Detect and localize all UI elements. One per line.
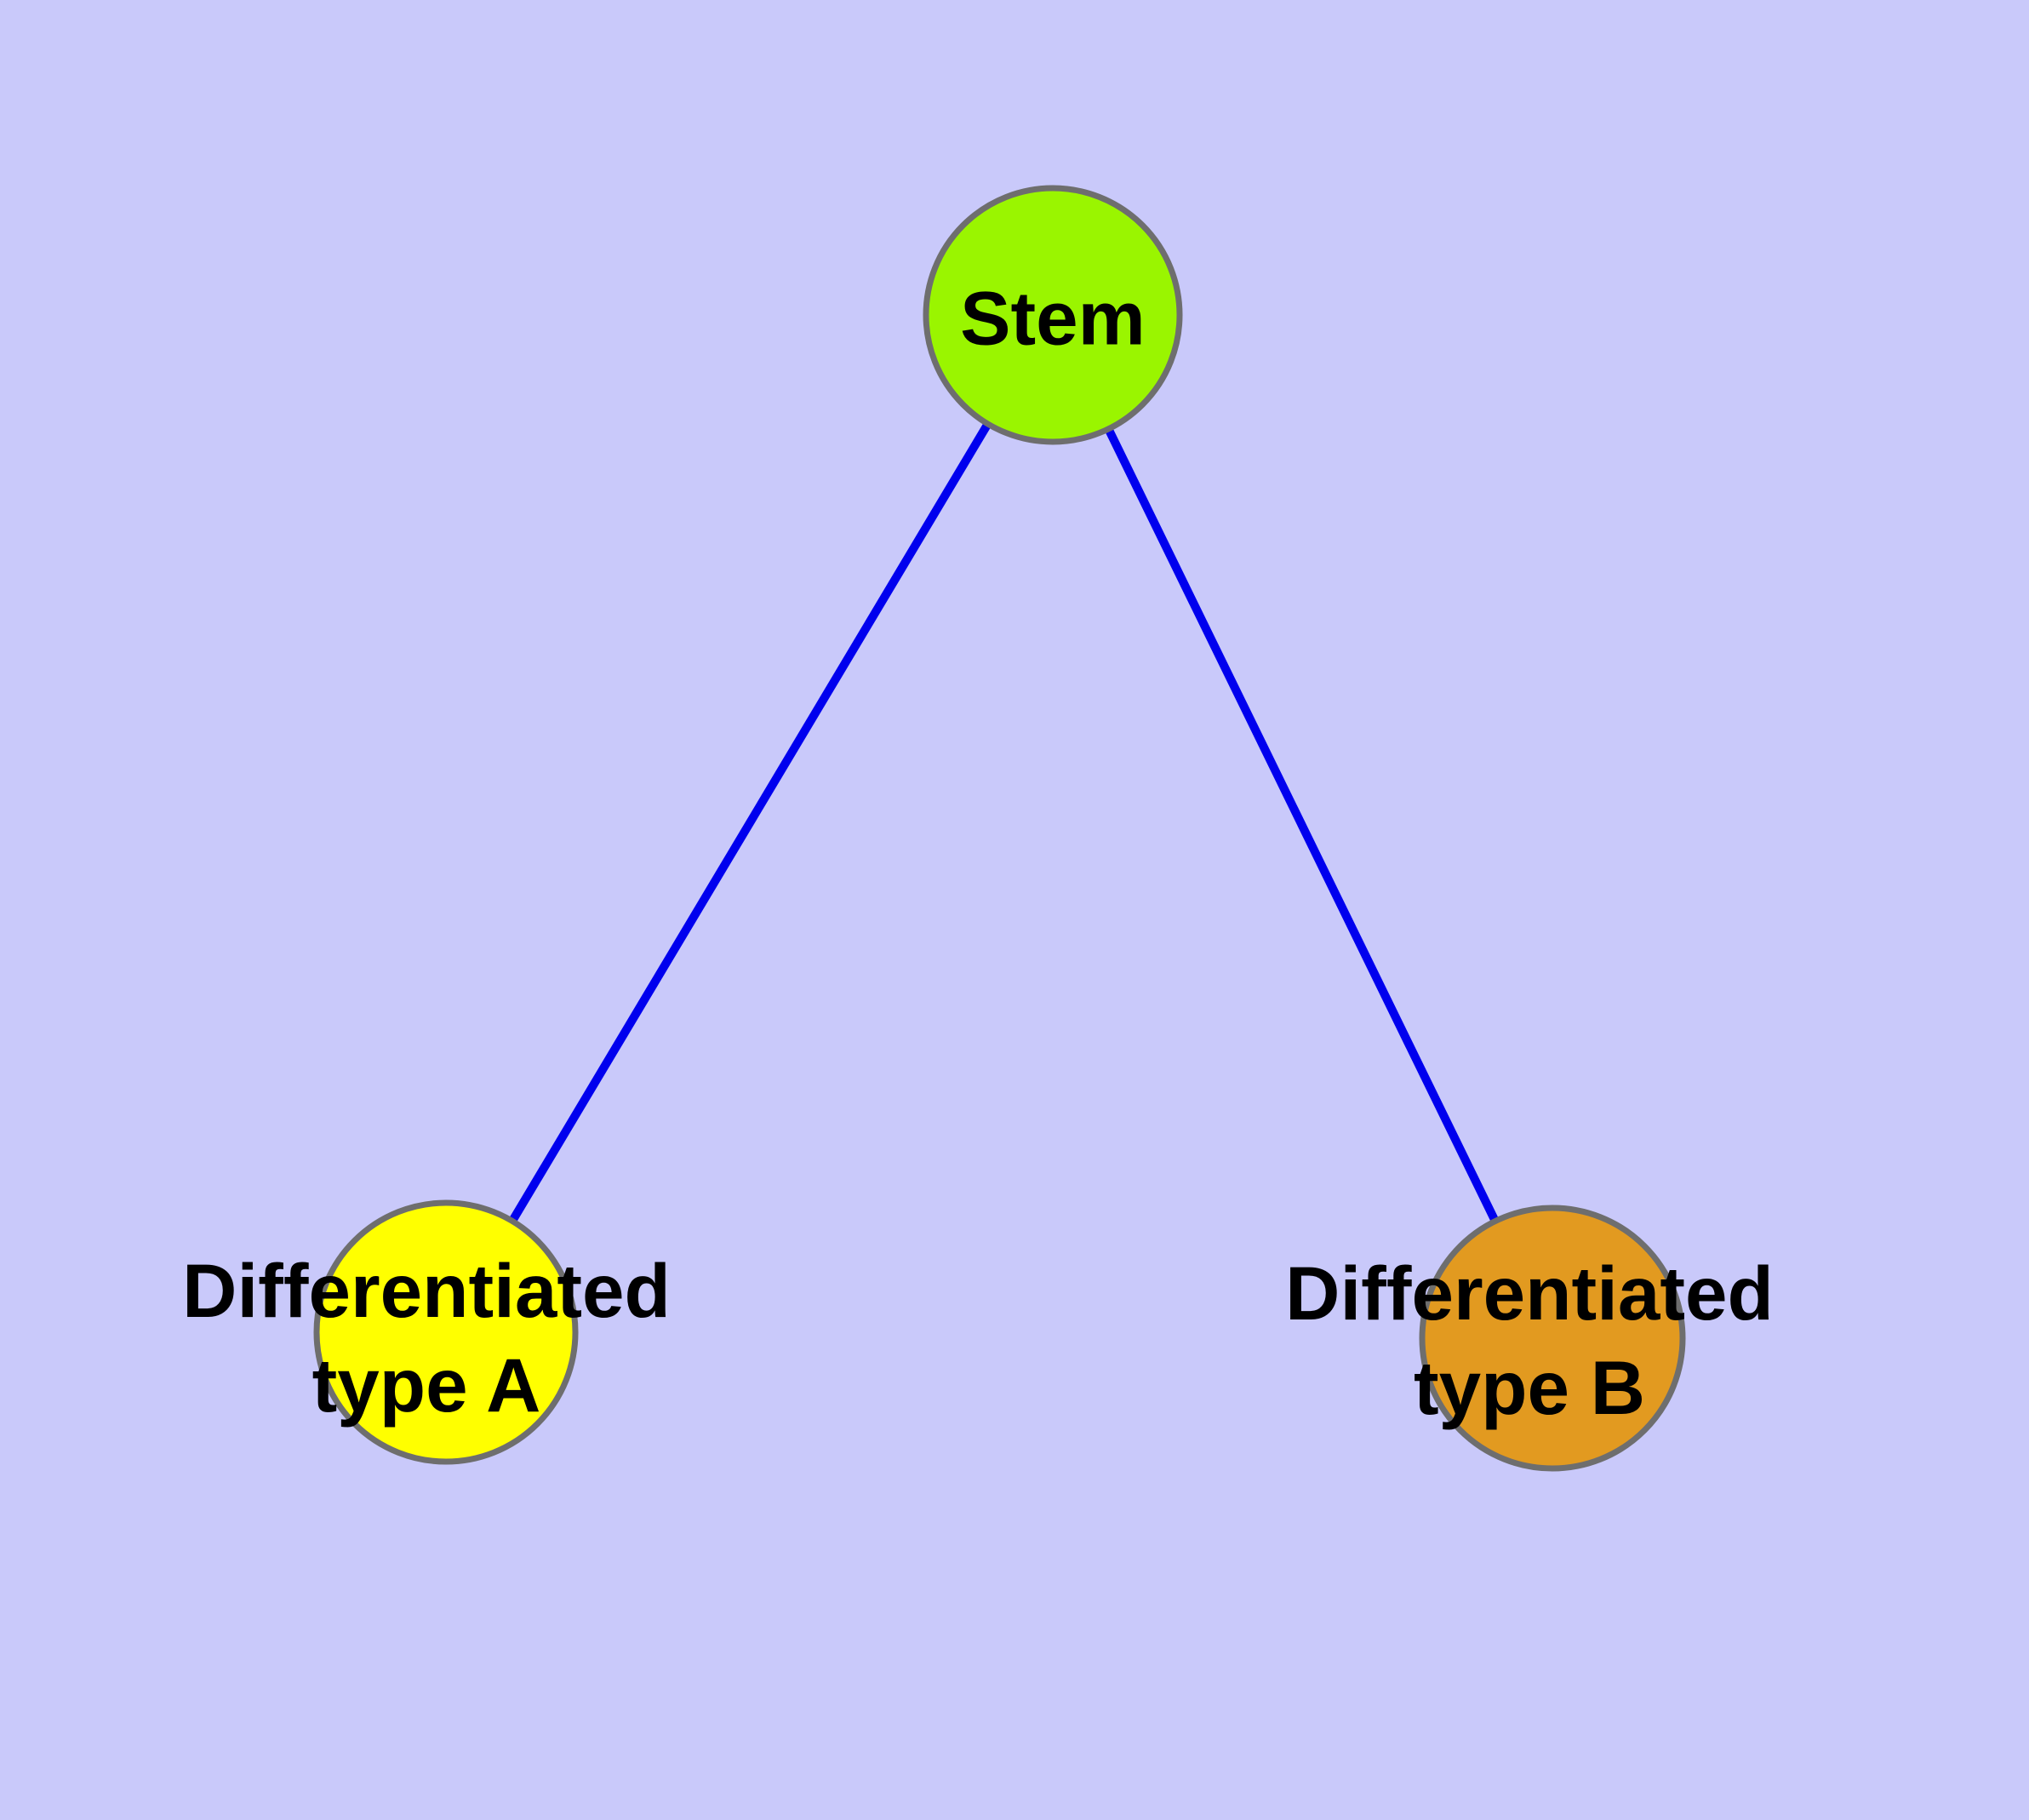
node-differentiated-type-a-circle xyxy=(313,1199,579,1465)
edge-stem-to-type-a xyxy=(442,312,1057,1335)
edge-stem-to-type-b xyxy=(1049,312,1557,1341)
node-stem-circle xyxy=(923,185,1183,445)
node-differentiated-type-b-circle xyxy=(1419,1205,1686,1472)
